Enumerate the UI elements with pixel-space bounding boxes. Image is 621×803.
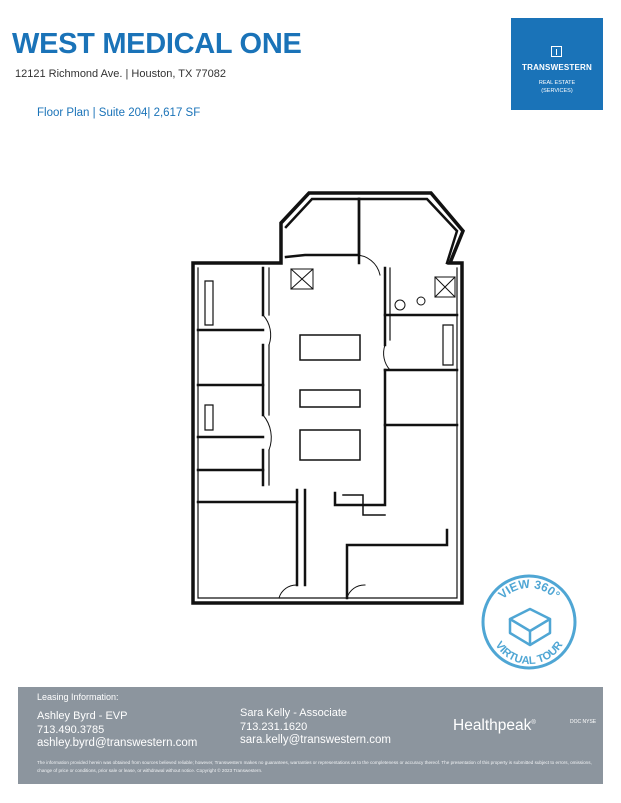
healthpeak-logo-text: Healthpeak: [453, 717, 532, 734]
logo-tagline-2: (SERVICES): [541, 88, 573, 94]
floor-plan-subtitle: Floor Plan | Suite 204| 2,617 SF: [37, 107, 201, 119]
contact-name: Sara Kelly - Associate: [240, 707, 347, 719]
virtual-tour-360-icon[interactable]: VIEW 360° VIRTUAL TOUR: [480, 573, 578, 671]
page-title: WEST MEDICAL ONE: [12, 28, 302, 60]
contact-phone-link[interactable]: 713.231.1620: [240, 721, 308, 733]
disclaimer-text: The information provided herein was obta…: [37, 760, 592, 773]
svg-text:VIEW 360°: VIEW 360°: [495, 577, 563, 602]
floor-plan-drawing: [191, 191, 466, 605]
contact-email-link[interactable]: sara.kelly@transwestern.com: [240, 734, 391, 746]
logo-name: TRANSWESTERN: [522, 63, 592, 72]
logo-tagline-1: REAL ESTATE: [538, 80, 576, 86]
transwestern-mark-icon: [551, 46, 562, 57]
tour-top-text: VIEW 360°: [495, 577, 563, 602]
healthpeak-logo[interactable]: Healthpeak®: [453, 717, 536, 735]
registered-mark: ®: [531, 719, 536, 726]
contact-email-link[interactable]: ashley.byrd@transwestern.com: [37, 737, 198, 749]
transwestern-logo[interactable]: TRANSWESTERN REAL ESTATE (SERVICES): [511, 18, 603, 110]
leasing-label: Leasing Information:: [37, 692, 119, 702]
contact-phone-link[interactable]: 713.490.3785: [37, 724, 105, 736]
property-address: 12121 Richmond Ave. | Houston, TX 77082: [15, 68, 226, 80]
contact-name: Ashley Byrd - EVP: [37, 710, 128, 722]
leasing-footer: Leasing Information: Ashley Byrd - EVP 7…: [18, 687, 603, 784]
ticker-text: DOC NYSE: [570, 719, 597, 725]
